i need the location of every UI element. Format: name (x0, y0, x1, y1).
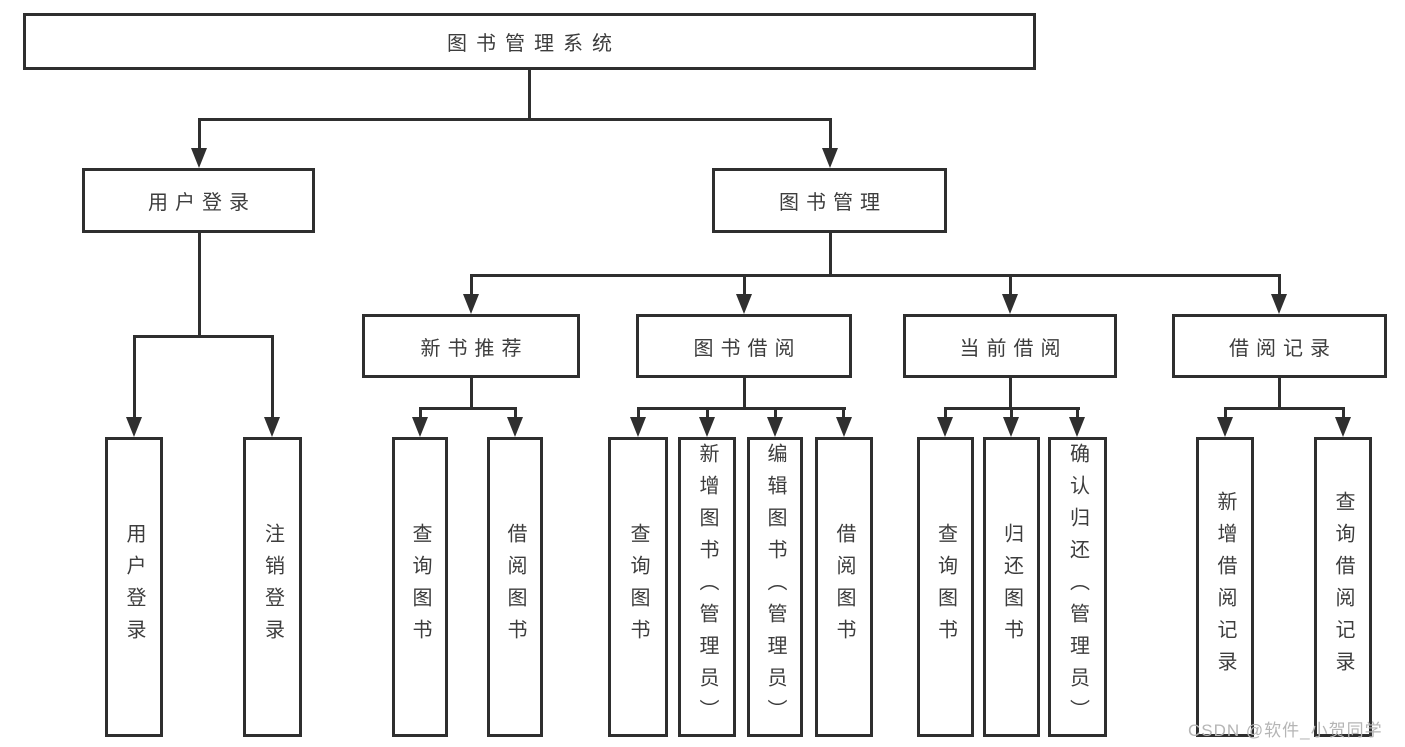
connector-line (470, 274, 473, 296)
connector-line (198, 118, 201, 150)
leaf-user-login-label: 用户登录 (123, 523, 145, 651)
node-library-system-label: 图书管理系统 (447, 33, 621, 55)
node-new-book-recommend-label: 新书推荐 (420, 337, 529, 360)
connector-line (706, 407, 709, 419)
connector-line (637, 407, 640, 419)
connector-line (743, 274, 746, 296)
arrow-down-icon (1002, 294, 1018, 314)
node-borrowing-records: 借阅记录 (1172, 314, 1387, 378)
arrow-down-icon (1271, 294, 1287, 314)
arrow-down-icon (191, 148, 207, 168)
leaf-borrow-books-borrowing: 借阅图书 (815, 437, 873, 737)
leaf-query-books-current: 查询图书 (917, 437, 974, 737)
node-new-book-recommend: 新书推荐 (362, 314, 580, 378)
connector-line (774, 407, 777, 419)
arrow-down-icon (630, 417, 646, 437)
connector-line (419, 407, 517, 410)
arrow-down-icon (264, 417, 280, 437)
connector-line (637, 407, 846, 410)
leaf-query-books-recommend: 查询图书 (392, 437, 448, 737)
leaf-user-login: 用户登录 (105, 437, 163, 737)
leaf-return-book-label: 归还图书 (1000, 523, 1023, 651)
leaf-logout: 注销登录 (243, 437, 302, 737)
node-book-borrowing-label: 图书借阅 (693, 337, 802, 360)
leaf-return-book: 归还图书 (983, 437, 1040, 737)
connector-line (1010, 407, 1013, 419)
connector-line (944, 407, 947, 419)
node-book-management: 图书管理 (712, 168, 947, 233)
arrow-down-icon (937, 417, 953, 437)
arrow-down-icon (463, 294, 479, 314)
leaf-add-book-admin-label: 新增图书（管理员） (696, 443, 718, 731)
connector-line (470, 378, 473, 407)
leaf-query-borrow-record-label: 查询借阅记录 (1332, 491, 1354, 683)
arrow-down-icon (1335, 417, 1351, 437)
leaf-edit-book-admin-label: 编辑图书（管理员） (764, 443, 786, 731)
connector-line (1224, 407, 1345, 410)
leaf-query-books-current-label: 查询图书 (934, 523, 957, 651)
leaf-borrow-books-recommend: 借阅图书 (487, 437, 543, 737)
arrow-down-icon (126, 417, 142, 437)
leaf-borrow-books-recommend-label: 借阅图书 (504, 523, 526, 651)
leaf-add-borrow-record: 新增借阅记录 (1196, 437, 1254, 737)
csdn-watermark: CSDN @软件_小贺同学 (1188, 721, 1383, 740)
leaf-logout-label: 注销登录 (261, 523, 284, 651)
node-book-borrowing: 图书借阅 (636, 314, 852, 378)
connector-line (1224, 407, 1227, 419)
arrow-down-icon (736, 294, 752, 314)
connector-line (1009, 378, 1012, 407)
connector-line (198, 118, 832, 121)
leaf-query-books-borrowing-label: 查询图书 (627, 523, 649, 651)
arrow-down-icon (412, 417, 428, 437)
connector-line (1009, 274, 1012, 296)
node-user-login: 用户登录 (82, 168, 315, 233)
connector-line (271, 335, 274, 419)
connector-line (133, 335, 136, 419)
node-user-login-label: 用户登录 (148, 192, 256, 214)
connector-line (528, 70, 531, 118)
connector-line (1278, 274, 1281, 296)
leaf-query-borrow-record: 查询借阅记录 (1314, 437, 1372, 737)
node-current-borrowing-label: 当前借阅 (959, 337, 1068, 360)
connector-line (133, 335, 274, 338)
leaf-borrow-books-borrowing-label: 借阅图书 (833, 523, 855, 651)
arrow-down-icon (767, 417, 783, 437)
leaf-add-book-admin: 新增图书（管理员） (678, 437, 736, 737)
connector-line (514, 407, 517, 419)
leaf-confirm-return-admin-label: 确认归还（管理员） (1066, 443, 1089, 731)
connector-line (1278, 378, 1281, 407)
leaf-confirm-return-admin: 确认归还（管理员） (1048, 437, 1107, 737)
connector-line (829, 118, 832, 150)
leaf-add-borrow-record-label: 新增借阅记录 (1214, 491, 1236, 683)
connector-line (1076, 407, 1079, 419)
leaf-query-books-borrowing: 查询图书 (608, 437, 668, 737)
arrow-down-icon (1217, 417, 1233, 437)
arrow-down-icon (507, 417, 523, 437)
connector-line (470, 274, 1281, 277)
arrow-down-icon (836, 417, 852, 437)
arrow-down-icon (1003, 417, 1019, 437)
node-library-system: 图书管理系统 (23, 13, 1036, 70)
connector-line (198, 233, 201, 335)
node-book-management-label: 图书管理 (779, 192, 887, 214)
node-borrowing-records-label: 借阅记录 (1229, 337, 1337, 360)
arrow-down-icon (1069, 417, 1085, 437)
connector-line (743, 378, 746, 407)
connector-line (829, 233, 832, 274)
node-current-borrowing: 当前借阅 (903, 314, 1117, 378)
arrow-down-icon (822, 148, 838, 168)
leaf-edit-book-admin: 编辑图书（管理员） (747, 437, 803, 737)
connector-line (842, 407, 845, 419)
connector-line (1342, 407, 1345, 419)
leaf-query-books-recommend-label: 查询图书 (409, 523, 431, 651)
connector-line (419, 407, 422, 419)
arrow-down-icon (699, 417, 715, 437)
